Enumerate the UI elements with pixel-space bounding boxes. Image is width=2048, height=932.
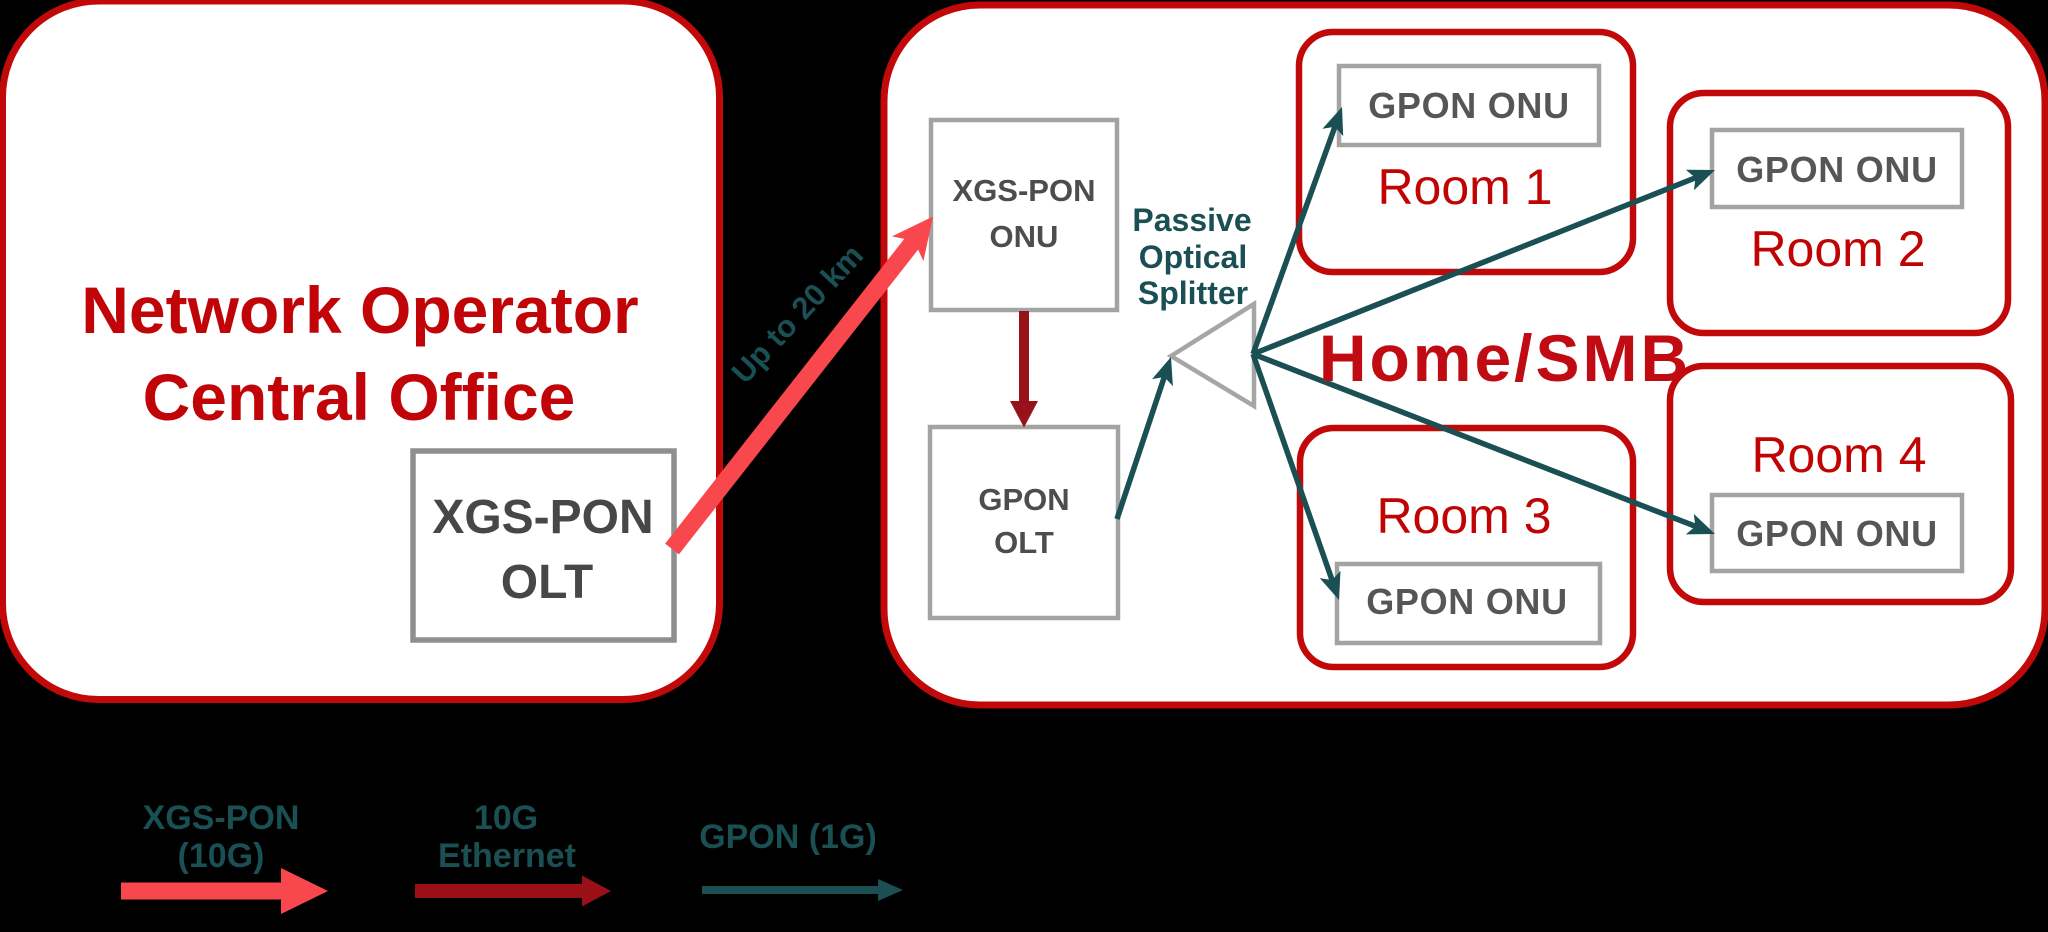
svg-text:Optical: Optical	[1139, 239, 1247, 275]
svg-text:GPON ONU: GPON ONU	[1736, 149, 1938, 190]
svg-text:GPON ONU: GPON ONU	[1736, 513, 1938, 554]
svg-text:GPON ONU: GPON ONU	[1368, 85, 1570, 126]
svg-text:OLT: OLT	[994, 525, 1054, 560]
svg-text:ONU: ONU	[990, 219, 1059, 254]
svg-text:10G: 10G	[474, 799, 538, 837]
svg-text:Network Operator: Network Operator	[81, 273, 638, 347]
svg-text:XGS-PON: XGS-PON	[432, 491, 653, 544]
svg-text:Passive: Passive	[1132, 202, 1251, 238]
svg-text:XGS-PON: XGS-PON	[143, 799, 300, 837]
svg-text:Central Office: Central Office	[143, 360, 576, 434]
svg-text:GPON (1G): GPON (1G)	[699, 818, 877, 856]
svg-text:Splitter: Splitter	[1138, 275, 1248, 311]
svg-text:Ethernet: Ethernet	[438, 837, 576, 875]
svg-text:GPON: GPON	[978, 482, 1069, 517]
svg-text:XGS-PON: XGS-PON	[953, 173, 1096, 208]
svg-text:GPON ONU: GPON ONU	[1366, 581, 1568, 622]
svg-text:Room 3: Room 3	[1376, 488, 1551, 544]
svg-text:Room 2: Room 2	[1750, 221, 1925, 277]
svg-text:Room 4: Room 4	[1751, 427, 1926, 483]
svg-text:Room 1: Room 1	[1377, 159, 1552, 215]
svg-text:OLT: OLT	[501, 556, 593, 609]
svg-text:Home/SMB: Home/SMB	[1319, 321, 1691, 395]
svg-text:(10G): (10G)	[178, 837, 265, 875]
